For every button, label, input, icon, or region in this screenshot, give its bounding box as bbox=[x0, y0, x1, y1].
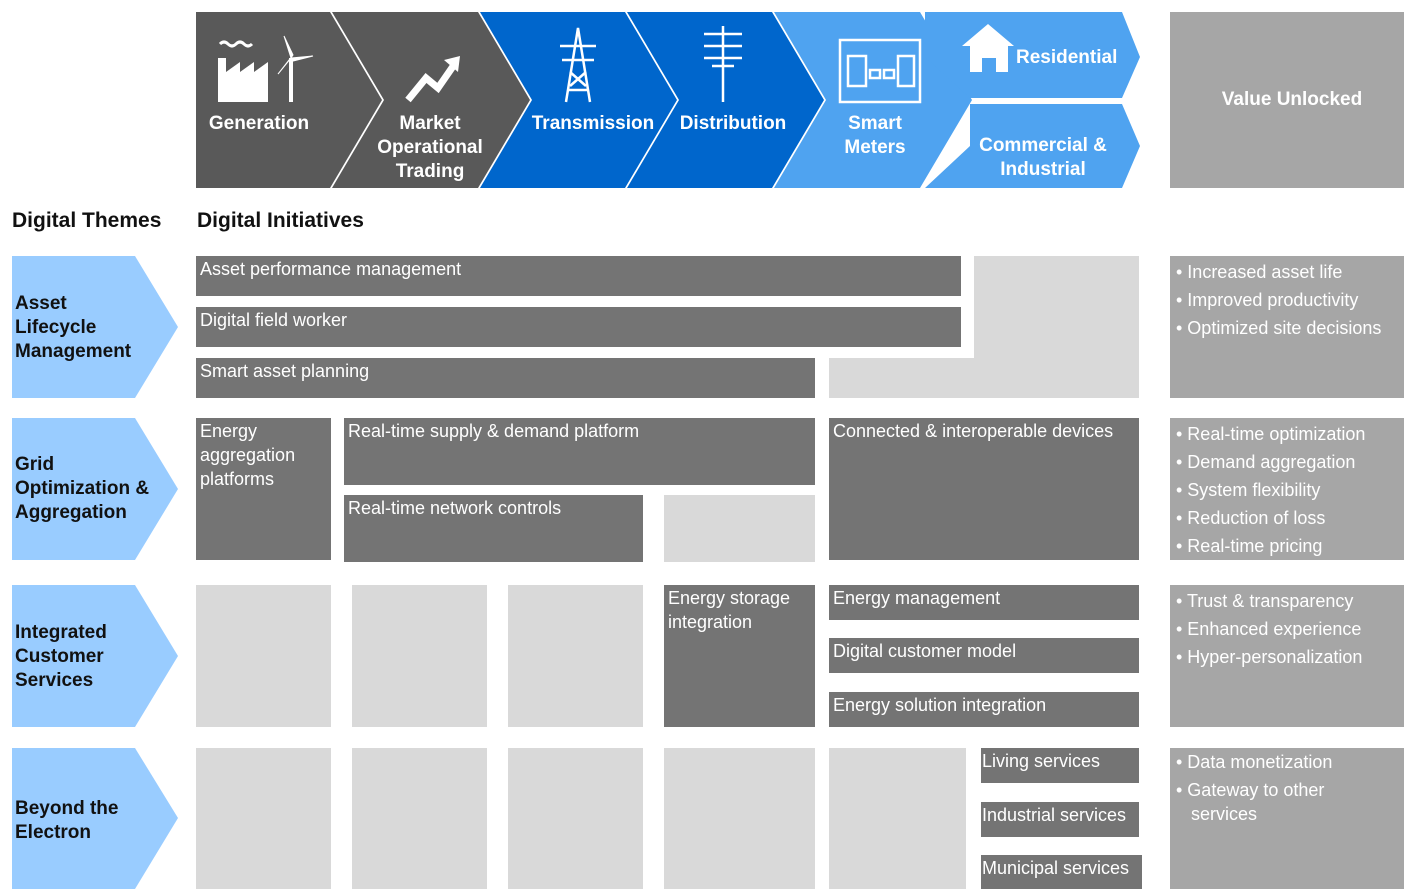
value-unlocked-label: Value Unlocked bbox=[1221, 89, 1363, 110]
smart-meters-line-1: Smart bbox=[848, 113, 902, 134]
trend-up-icon bbox=[405, 56, 460, 103]
value-item: • Data monetization bbox=[1176, 752, 1333, 772]
market-line-2: Operational bbox=[377, 137, 483, 158]
initiative-energy-storage: Energy storage integration bbox=[664, 585, 815, 727]
value-item: • Gateway to other bbox=[1176, 780, 1325, 800]
theme-customer-line-2: Customer bbox=[15, 646, 104, 667]
theme-asset-lifecycle: Asset Lifecycle Management bbox=[15, 292, 131, 364]
placeholder-beyond-3 bbox=[508, 748, 643, 889]
transmission-label: Transmission bbox=[531, 113, 655, 134]
value-item: • Improved productivity bbox=[1176, 290, 1359, 310]
transmission-chevron bbox=[480, 12, 677, 188]
energy-aggregation-line-3: platforms bbox=[200, 469, 275, 489]
value-item: • Real-time optimization bbox=[1176, 424, 1366, 444]
energy-storage-line-2: integration bbox=[668, 612, 753, 632]
commercial-line-1: Commercial & bbox=[979, 135, 1107, 156]
initiative-asset-performance: Asset performance management bbox=[196, 256, 961, 296]
residential-label: Residential bbox=[1016, 47, 1118, 68]
initiative-municipal-services: Municipal services bbox=[981, 855, 1142, 889]
initiative-digital-customer-model: Digital customer model bbox=[829, 638, 1139, 673]
value-item: • Optimized site decisions bbox=[1176, 318, 1382, 338]
utility-pole-icon bbox=[704, 26, 742, 102]
theme-asset-line-3: Management bbox=[15, 341, 132, 362]
theme-grid-optimization: Grid Optimization & Aggregation bbox=[15, 453, 149, 525]
smart-meter-icon bbox=[838, 38, 922, 104]
energy-storage-line-1: Energy storage bbox=[668, 588, 791, 608]
theme-customer-line-1: Integrated bbox=[15, 622, 107, 643]
factory-icon bbox=[218, 40, 268, 102]
smart-meters-chevron bbox=[774, 12, 972, 188]
placeholder-grid-middle bbox=[664, 495, 815, 562]
placeholder-beyond-4 bbox=[664, 748, 815, 889]
value-item: services bbox=[1176, 804, 1258, 824]
initiative-connected-devices: Connected & interoperable devices bbox=[829, 418, 1139, 560]
theme-arrow-customer bbox=[12, 585, 178, 727]
value-item: • Increased asset life bbox=[1176, 262, 1343, 282]
value-item: • Hyper-personalization bbox=[1176, 647, 1363, 667]
value-item: • Trust & transparency bbox=[1176, 591, 1354, 611]
initiative-realtime-network-controls: Real-time network controls bbox=[344, 495, 643, 562]
placeholder-beyond-1 bbox=[196, 748, 331, 889]
generation-label: Generation bbox=[208, 113, 310, 134]
initiative-energy-management: Energy management bbox=[829, 585, 1139, 620]
placeholder-asset-right-bottom bbox=[829, 358, 1139, 398]
initiative-realtime-supply-demand: Real-time supply & demand platform bbox=[344, 418, 815, 485]
value-unlocked-header bbox=[1170, 12, 1404, 188]
market-label: Market Operational Trading bbox=[360, 112, 500, 184]
energy-aggregation-line-1: Energy bbox=[200, 421, 258, 441]
initiative-industrial-services: Industrial services bbox=[981, 802, 1139, 837]
placeholder-beyond-5 bbox=[829, 748, 966, 889]
commercial-chevron bbox=[925, 104, 1140, 188]
initiative-smart-asset-planning: Smart asset planning bbox=[196, 358, 815, 398]
value-box-customer: • Trust & transparency • Enhanced experi… bbox=[1170, 585, 1404, 727]
theme-arrow-asset bbox=[12, 256, 178, 398]
smart-meters-line-2: Meters bbox=[844, 137, 906, 158]
value-item: • Reduction of loss bbox=[1176, 508, 1326, 528]
theme-asset-line-1: Asset bbox=[15, 293, 67, 314]
value-item: • Demand aggregation bbox=[1176, 452, 1356, 472]
value-item: • Enhanced experience bbox=[1176, 619, 1362, 639]
initiative-digital-field-worker: Digital field worker bbox=[196, 307, 961, 347]
value-box-asset: • Increased asset life • Improved produc… bbox=[1170, 256, 1404, 398]
theme-customer-services: Integrated Customer Services bbox=[15, 621, 107, 693]
smart-meters-label: Smart Meters bbox=[820, 112, 930, 160]
value-item: • Real-time pricing bbox=[1176, 536, 1323, 556]
theme-asset-line-2: Lifecycle bbox=[15, 317, 97, 338]
market-line-3: Trading bbox=[395, 161, 465, 182]
initiative-energy-aggregation: Energy aggregation platforms bbox=[196, 418, 331, 560]
theme-beyond-line-2: Electron bbox=[15, 822, 92, 843]
theme-arrow-grid bbox=[12, 418, 178, 560]
distribution-chevron bbox=[627, 12, 824, 188]
theme-customer-line-3: Services bbox=[15, 670, 94, 691]
theme-grid-line-2: Optimization & bbox=[15, 478, 150, 499]
digital-themes-header: Digital Themes bbox=[12, 209, 162, 232]
wind-turbine-icon bbox=[277, 35, 314, 102]
digital-initiatives-header: Digital Initiatives bbox=[197, 209, 364, 232]
theme-beyond-electron: Beyond the Electron bbox=[15, 797, 118, 845]
placeholder-customer-3 bbox=[508, 585, 643, 727]
theme-arrow-beyond bbox=[12, 748, 178, 889]
initiative-energy-solution-integration: Energy solution integration bbox=[829, 692, 1139, 727]
market-line-1: Market bbox=[399, 113, 461, 134]
value-item: • System flexibility bbox=[1176, 480, 1321, 500]
placeholder-customer-1 bbox=[196, 585, 331, 727]
commercial-label: Commercial & Industrial bbox=[968, 134, 1118, 182]
value-box-grid: • Real-time optimization • Demand aggreg… bbox=[1170, 418, 1404, 560]
energy-aggregation-line-2: aggregation bbox=[200, 445, 296, 465]
placeholder-beyond-2 bbox=[352, 748, 487, 889]
house-icon bbox=[962, 24, 1014, 72]
placeholder-customer-2 bbox=[352, 585, 487, 727]
transmission-tower-icon bbox=[560, 27, 596, 103]
initiative-living-services: Living services bbox=[981, 748, 1139, 783]
value-box-beyond: • Data monetization • Gateway to other s… bbox=[1170, 748, 1404, 889]
commercial-line-2: Industrial bbox=[1000, 159, 1086, 180]
distribution-label: Distribution bbox=[679, 113, 787, 134]
theme-beyond-line-1: Beyond the bbox=[15, 798, 119, 819]
theme-grid-line-1: Grid bbox=[15, 454, 55, 475]
theme-grid-line-3: Aggregation bbox=[15, 502, 127, 523]
